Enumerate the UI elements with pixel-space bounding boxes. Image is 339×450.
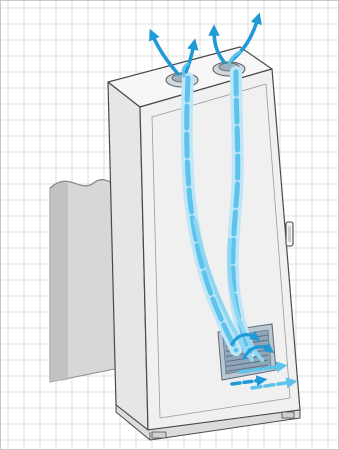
- door-handle-icon: [286, 222, 293, 246]
- wall-panel: [50, 180, 120, 382]
- cabinet-front-face: [140, 69, 300, 430]
- enclosure-cabinet: [108, 47, 300, 440]
